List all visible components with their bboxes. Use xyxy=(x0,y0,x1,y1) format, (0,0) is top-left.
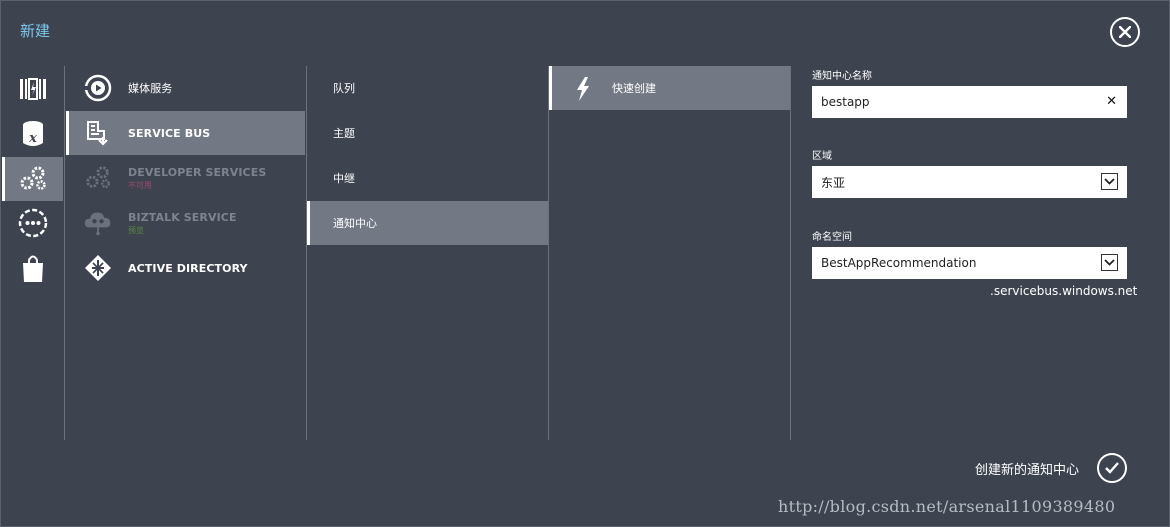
checkmark-icon xyxy=(1105,462,1119,474)
data-services-icon: x xyxy=(22,121,43,146)
service-label: BIZTALK SERVICE xyxy=(128,211,237,224)
preview-badge: 预览 xyxy=(128,226,144,235)
service-item-developer-services: DEVELOPER SERVICES 不可用 xyxy=(66,156,305,200)
clear-icon[interactable]: ✕ xyxy=(1106,94,1117,109)
subtype-item-queue[interactable]: 队列 xyxy=(307,66,548,110)
column-divider xyxy=(64,66,65,440)
biztalk-service-icon xyxy=(84,209,112,237)
subtype-item-topic[interactable]: 主题 xyxy=(307,111,548,155)
namespace-suffix: .servicebus.windows.net xyxy=(990,284,1138,298)
service-item-media-services[interactable]: 媒体服务 xyxy=(66,66,305,110)
hub-name-label: 通知中心名称 xyxy=(812,71,872,82)
subtype-label: 队列 xyxy=(333,82,355,95)
region-select[interactable]: 东亚 xyxy=(812,166,1127,198)
chevron-down-icon[interactable] xyxy=(1101,173,1118,190)
service-label: ACTIVE DIRECTORY xyxy=(128,261,248,275)
create-button[interactable] xyxy=(1097,453,1127,483)
close-button[interactable] xyxy=(1110,17,1140,47)
quick-create-label: 快速创建 xyxy=(612,82,656,95)
compute-icon xyxy=(19,78,46,100)
service-item-service-bus[interactable]: SERVICE BUS xyxy=(66,111,305,155)
region-label: 区域 xyxy=(812,151,832,162)
category-compute[interactable] xyxy=(2,67,63,111)
service-bus-icon xyxy=(84,119,112,147)
dialog-title: 新建 xyxy=(20,22,51,40)
subtype-label: 通知中心 xyxy=(333,217,377,230)
subtype-item-notification-hub[interactable]: 通知中心 xyxy=(307,201,548,245)
category-network-services[interactable] xyxy=(2,201,63,245)
svg-text:x: x xyxy=(28,131,37,146)
region-value: 东亚 xyxy=(821,175,846,190)
watermark: http://blog.csdn.net/arsenal1109389480 xyxy=(778,497,1116,516)
quick-create-item[interactable]: 快速创建 xyxy=(549,66,790,110)
subtype-label: 中继 xyxy=(333,172,355,185)
service-label: SERVICE BUS xyxy=(128,126,211,140)
namespace-select[interactable]: BestAppRecommendation xyxy=(812,247,1127,279)
store-icon xyxy=(22,255,43,282)
app-services-icon xyxy=(20,166,46,190)
namespace-value: BestAppRecommendation xyxy=(821,256,977,270)
subtype-item-relay[interactable]: 中继 xyxy=(307,156,548,200)
column-divider xyxy=(306,66,307,440)
lightning-icon xyxy=(577,77,589,101)
hub-name-value: bestapp xyxy=(821,95,870,109)
column-divider xyxy=(548,66,549,440)
network-services-icon xyxy=(18,208,47,238)
unavailable-badge: 不可用 xyxy=(128,181,152,190)
service-item-biztalk-service: BIZTALK SERVICE 预览 xyxy=(66,201,305,245)
media-services-icon xyxy=(84,74,112,102)
namespace-label: 命名空间 xyxy=(812,232,852,243)
chevron-down-icon[interactable] xyxy=(1101,254,1118,271)
developer-services-icon xyxy=(84,164,112,192)
close-icon xyxy=(1119,26,1131,38)
column-divider xyxy=(790,66,791,440)
create-hub-label: 创建新的通知中心 xyxy=(975,463,1080,478)
service-label: 媒体服务 xyxy=(128,82,173,95)
hub-name-field[interactable]: bestapp ✕ xyxy=(812,86,1127,118)
active-directory-icon xyxy=(84,254,112,282)
category-store[interactable] xyxy=(2,247,63,291)
category-data-services[interactable]: x xyxy=(2,112,63,156)
service-label: DEVELOPER SERVICES xyxy=(128,166,267,179)
service-item-active-directory[interactable]: ACTIVE DIRECTORY xyxy=(66,246,305,290)
category-app-services[interactable] xyxy=(2,157,63,201)
subtype-label: 主题 xyxy=(333,127,355,140)
